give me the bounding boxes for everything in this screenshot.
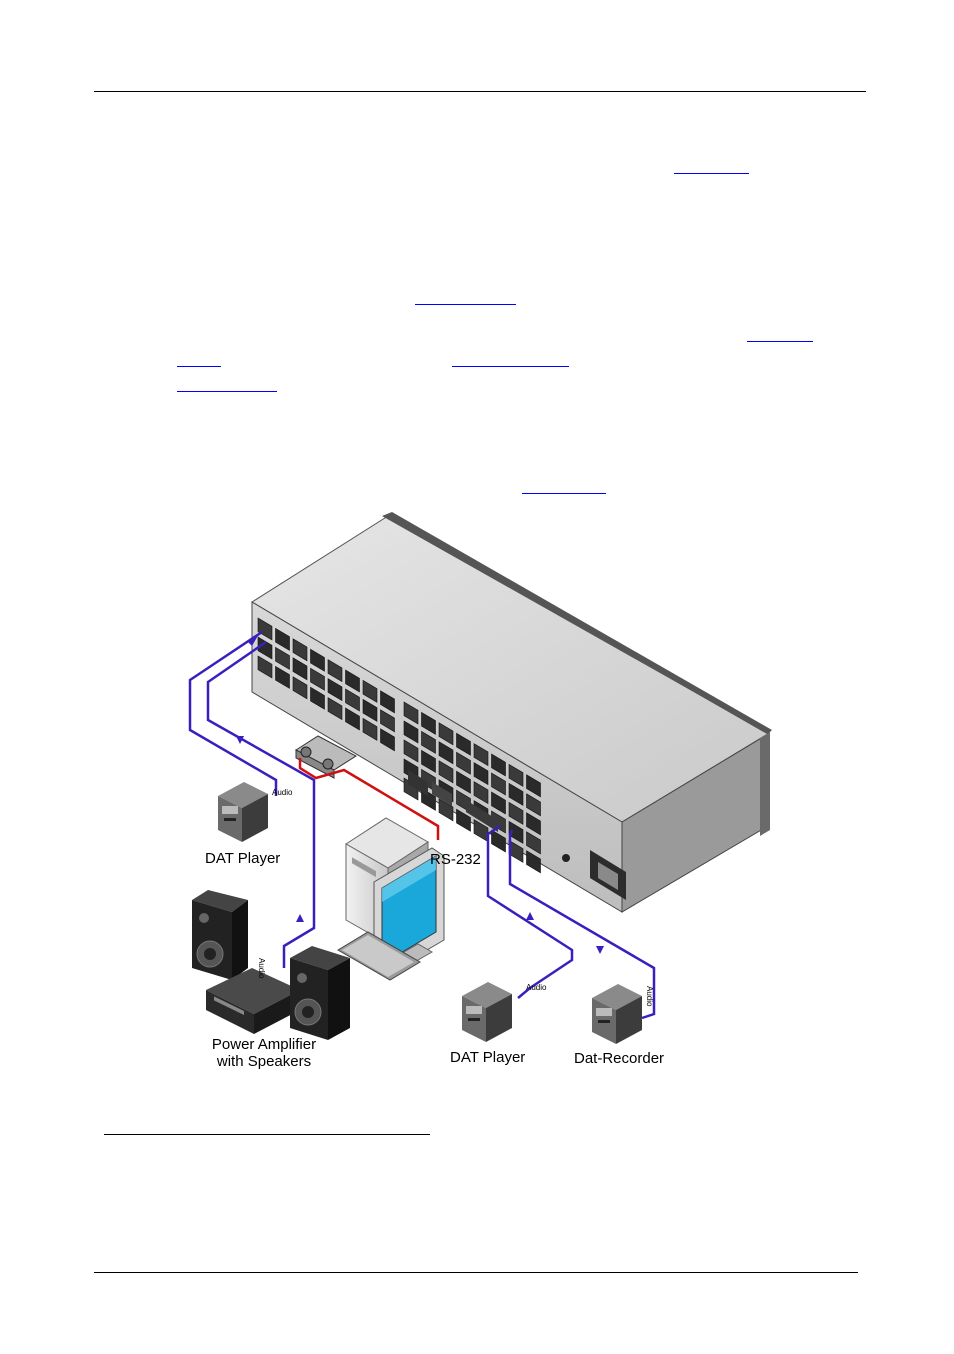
dat-player-left-device xyxy=(218,782,268,842)
terminal-block xyxy=(526,812,541,836)
terminal-block xyxy=(327,678,343,702)
rs232-label: RS-232 xyxy=(430,851,481,868)
audio-label: Audio xyxy=(526,983,547,992)
terminal-block xyxy=(526,831,541,855)
terminal-block xyxy=(345,688,360,712)
matrix-switcher xyxy=(251,512,772,913)
terminal-block xyxy=(380,709,395,733)
audio-label: Audio xyxy=(645,986,654,1007)
terminal-block xyxy=(403,739,419,763)
terminal-block xyxy=(257,617,273,641)
terminal-block xyxy=(380,728,395,752)
terminal-block xyxy=(456,808,471,832)
connector-grid xyxy=(257,617,541,874)
terminal-block xyxy=(403,701,419,725)
terminal-block xyxy=(310,686,325,710)
power-switch xyxy=(562,854,570,862)
terminal-block xyxy=(345,707,360,731)
power-amplifier-label-line2: with Speakers xyxy=(216,1053,312,1070)
terminal-block xyxy=(403,720,419,744)
terminal-block xyxy=(526,850,541,874)
terminal-block xyxy=(327,659,343,683)
terminal-block xyxy=(473,762,489,786)
terminal-block xyxy=(508,820,524,844)
cross-reference-link[interactable] xyxy=(674,173,749,174)
cross-reference-link[interactable] xyxy=(452,366,569,367)
cross-reference-link[interactable] xyxy=(177,391,277,392)
terminal-block xyxy=(327,697,343,721)
audio-label: Audio xyxy=(272,788,293,797)
power-amplifier-label-line1: Power Amplifier xyxy=(211,1036,317,1053)
terminal-block xyxy=(292,676,308,700)
terminal-block xyxy=(275,665,290,689)
terminal-block xyxy=(345,669,360,693)
terminal-block xyxy=(508,763,524,787)
terminal-block xyxy=(292,657,308,681)
terminal-block xyxy=(275,646,290,670)
terminal-block xyxy=(456,732,471,756)
terminal-block xyxy=(456,770,471,794)
terminal-block xyxy=(362,679,378,703)
cross-reference-link[interactable] xyxy=(415,304,516,305)
dat-player-right-label: DAT Player xyxy=(450,1049,526,1066)
footnote-rule xyxy=(104,1134,430,1135)
switcher-front-bezel xyxy=(382,512,772,734)
dat-recorder-label: Dat-Recorder xyxy=(574,1050,665,1067)
dat-player-right-device xyxy=(462,982,512,1042)
rs232-cable xyxy=(298,758,440,840)
terminal-block xyxy=(310,648,325,672)
terminal-block xyxy=(275,627,290,651)
terminal-block xyxy=(421,730,436,754)
terminal-block xyxy=(508,782,524,806)
terminal-block xyxy=(421,749,436,773)
power-amplifier-label: Power Amplifier with Speakers xyxy=(204,1036,324,1070)
header-rule xyxy=(94,91,866,92)
terminal-block xyxy=(491,791,506,815)
terminal-block xyxy=(438,741,454,765)
terminal-block xyxy=(491,772,506,796)
cross-reference-link[interactable] xyxy=(177,366,221,367)
dat-recorder-device xyxy=(592,984,642,1044)
cable-arrows xyxy=(236,632,604,954)
terminal-block xyxy=(438,798,454,822)
dat-player-left-label: DAT Player xyxy=(205,850,281,867)
terminal-block xyxy=(491,753,506,777)
terminal-block xyxy=(362,698,378,722)
terminal-block xyxy=(456,751,471,775)
terminal-block xyxy=(362,717,378,741)
terminal-block xyxy=(421,711,436,735)
computer-device xyxy=(337,817,445,981)
terminal-block xyxy=(380,690,395,714)
terminal-block xyxy=(491,829,506,853)
footer-rule xyxy=(94,1272,858,1273)
audio-cables xyxy=(188,630,656,1020)
terminal-block xyxy=(473,781,489,805)
terminal-block xyxy=(257,655,273,679)
terminal-block xyxy=(473,743,489,767)
terminal-block xyxy=(508,801,524,825)
terminal-block xyxy=(438,760,454,784)
cross-reference-link[interactable] xyxy=(522,493,606,494)
terminal-block xyxy=(526,774,541,798)
power-amplifier-speakers xyxy=(192,890,350,1040)
terminal-block xyxy=(526,793,541,817)
power-inlet xyxy=(590,850,626,900)
cross-reference-link[interactable] xyxy=(747,341,813,342)
terminal-block xyxy=(292,638,308,662)
terminal-block xyxy=(310,667,325,691)
terminal-block xyxy=(438,722,454,746)
rs232-connector xyxy=(295,735,357,779)
audio-label: Audio xyxy=(257,958,266,979)
